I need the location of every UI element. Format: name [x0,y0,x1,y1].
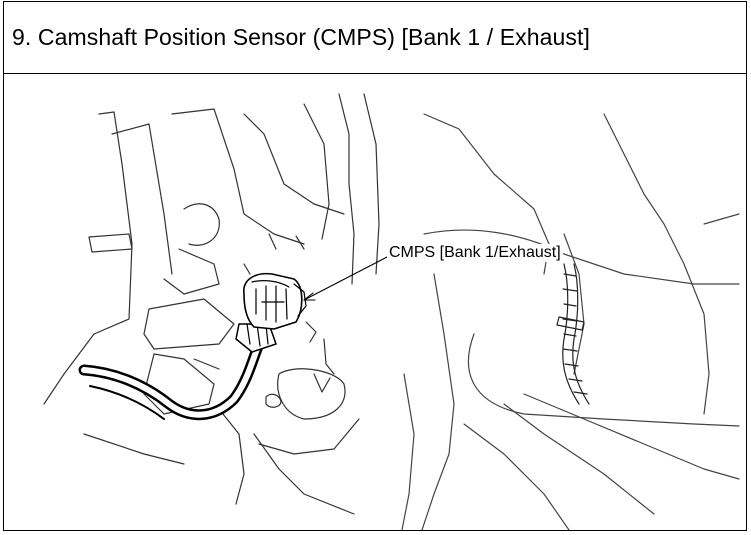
procedure-frame: 9. Camshaft Position Sensor (CMPS) [Bank… [3,1,747,531]
page-title: 9. Camshaft Position Sensor (CMPS) [Bank… [12,24,590,50]
callout-leader-line [303,256,388,301]
sensor-illustration: CMPS [Bank 1/Exhaust] [4,74,746,530]
camshaft-position-sensor-icon [78,272,307,421]
engine-bay-drawing [43,93,740,530]
engine-block-icon [43,93,380,515]
frame-structure [401,113,740,530]
wiring-harness-icon [556,263,590,405]
callout-arrowhead [303,292,316,301]
header: 9. Camshaft Position Sensor (CMPS) [Bank… [4,2,746,74]
sensor-callout-label: CMPS [Bank 1/Exhaust] [387,244,563,262]
